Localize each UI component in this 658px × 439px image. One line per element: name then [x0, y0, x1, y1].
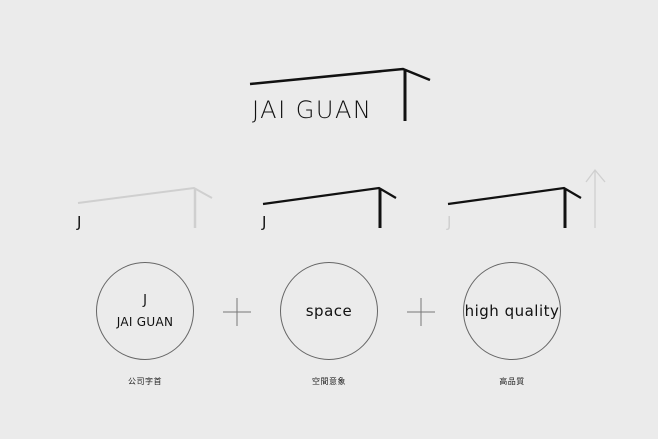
concept-caption: 高品質 — [499, 377, 525, 386]
roof-variant-letter: J — [261, 213, 266, 231]
brand-name: JAI GUAN — [252, 96, 373, 124]
concept-circle-quality: high quality — [463, 262, 561, 360]
up-arrow-icon — [585, 168, 606, 228]
concept-circle-space: space — [280, 262, 378, 360]
roof-variant-letter: J — [76, 213, 81, 231]
plus-icon — [223, 298, 251, 326]
roof-variant-dark: J — [261, 186, 397, 231]
roof-variant-letter: J — [446, 213, 451, 231]
plus-icon — [407, 298, 435, 326]
concept-company-name: JAI GUAN — [116, 315, 174, 329]
concept-circle-initial: J JAI GUAN — [96, 262, 194, 360]
concept-word: space — [305, 302, 353, 320]
concept-word: high quality — [464, 302, 560, 320]
roof-variant-light: J — [76, 186, 213, 231]
logo-roof-mark — [249, 67, 431, 121]
concept-caption: 公司字首 — [128, 377, 162, 386]
concept-caption: 空間意象 — [312, 377, 346, 386]
concept-letter: J — [143, 293, 147, 308]
roof-variant-dark-light-letter: J — [446, 186, 582, 231]
